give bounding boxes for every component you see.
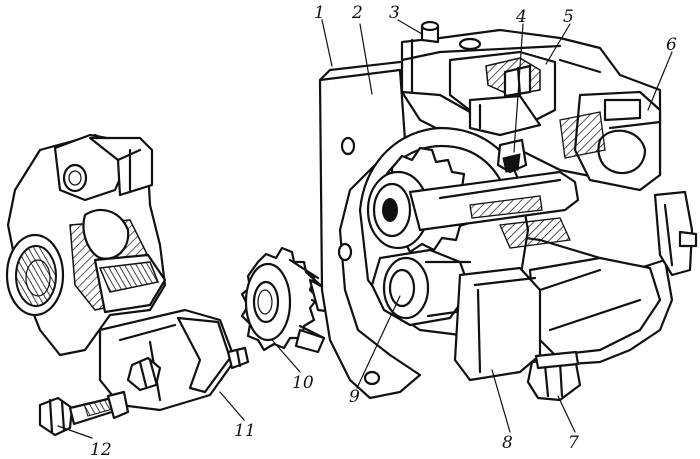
leader-lines [57,19,673,439]
callout-labels: 1 2 3 4 5 6 7 8 9 10 11 12 [90,3,677,459]
callout-11: 11 [234,421,256,441]
callout-12: 12 [90,440,112,459]
callout-8: 8 [502,433,513,453]
callout-9: 9 [349,387,360,407]
callout-6: 6 [666,35,677,55]
callout-3: 3 [389,3,400,23]
callout-4: 4 [515,7,527,27]
inlet-cover-part [5,133,250,412]
callout-1: 1 [314,3,325,23]
pump-housing [318,20,698,402]
driven-gear-10 [240,246,336,354]
callout-5: 5 [563,7,574,27]
callout-7: 7 [568,433,579,453]
callout-10: 10 [292,373,314,393]
callout-2: 2 [351,3,363,23]
bolt-12-part [38,390,130,437]
